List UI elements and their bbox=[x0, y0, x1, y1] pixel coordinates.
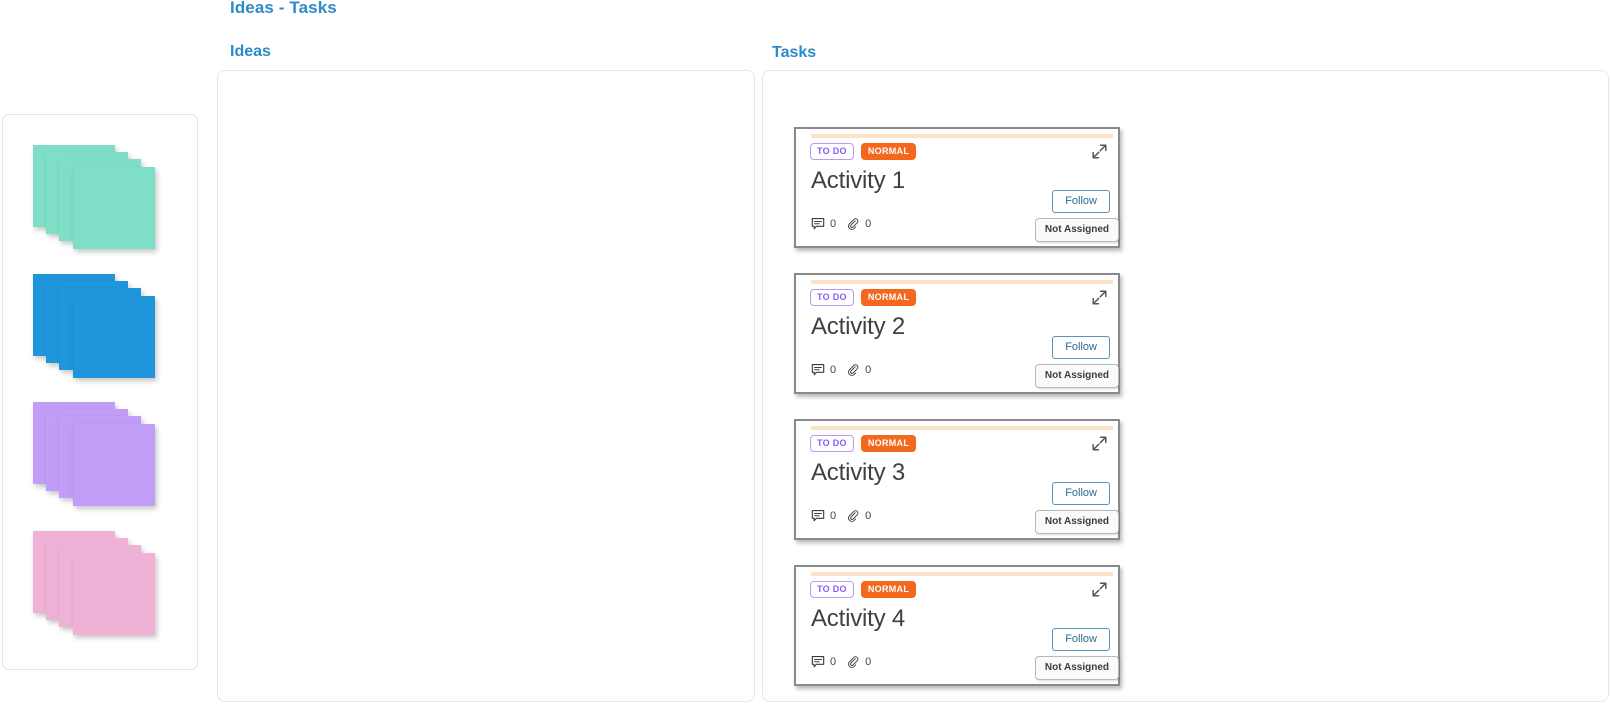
follow-button[interactable]: Follow bbox=[1052, 190, 1110, 213]
expand-icon[interactable] bbox=[1091, 581, 1108, 598]
paperclip-icon bbox=[846, 655, 860, 669]
expand-icon[interactable] bbox=[1091, 143, 1108, 160]
task-card[interactable]: TO DO NORMAL Activity 4 0 bbox=[794, 565, 1120, 686]
sticky-note[interactable] bbox=[73, 553, 155, 635]
column-heading-ideas: Ideas bbox=[230, 43, 271, 60]
expand-icon[interactable] bbox=[1091, 289, 1108, 306]
card-accent-bar bbox=[811, 134, 1113, 138]
attachment-count[interactable]: 0 bbox=[846, 217, 871, 231]
sticky-note[interactable] bbox=[73, 424, 155, 506]
page-title: Ideas - Tasks bbox=[230, 0, 337, 17]
task-title: Activity 1 bbox=[811, 167, 906, 194]
status-badge[interactable]: TO DO bbox=[810, 143, 854, 160]
comment-count-value: 0 bbox=[830, 656, 837, 668]
card-meta-group: 0 0 bbox=[811, 655, 871, 669]
attachment-count[interactable]: 0 bbox=[846, 509, 871, 523]
comment-count-value: 0 bbox=[830, 218, 837, 230]
task-card[interactable]: TO DO NORMAL Activity 3 0 bbox=[794, 419, 1120, 540]
expand-icon[interactable] bbox=[1091, 435, 1108, 452]
card-meta-group: 0 0 bbox=[811, 217, 871, 231]
paperclip-icon bbox=[846, 509, 860, 523]
status-badge[interactable]: TO DO bbox=[810, 581, 854, 598]
comment-count[interactable]: 0 bbox=[811, 363, 836, 377]
paperclip-icon bbox=[846, 217, 860, 231]
attachment-count-value: 0 bbox=[865, 510, 872, 522]
ideas-column-dropzone[interactable] bbox=[217, 70, 755, 702]
comment-count-value: 0 bbox=[830, 510, 837, 522]
note-stack-green[interactable] bbox=[33, 145, 163, 255]
task-title: Activity 4 bbox=[811, 605, 906, 632]
follow-button[interactable]: Follow bbox=[1052, 336, 1110, 359]
note-stack-pink[interactable] bbox=[33, 531, 163, 641]
card-badge-group: TO DO NORMAL bbox=[810, 581, 917, 598]
paperclip-icon bbox=[846, 363, 860, 377]
task-title: Activity 2 bbox=[811, 313, 906, 340]
task-card-list: TO DO NORMAL Activity 1 0 bbox=[794, 127, 1120, 711]
comment-count[interactable]: 0 bbox=[811, 655, 836, 669]
assignee-button[interactable]: Not Assigned bbox=[1034, 656, 1119, 680]
comment-icon bbox=[811, 363, 825, 377]
attachment-count-value: 0 bbox=[865, 364, 872, 376]
task-title: Activity 3 bbox=[811, 459, 906, 486]
card-badge-group: TO DO NORMAL bbox=[810, 143, 917, 160]
task-card[interactable]: TO DO NORMAL Activity 2 0 bbox=[794, 273, 1120, 394]
card-accent-bar bbox=[811, 280, 1113, 284]
attachment-count-value: 0 bbox=[865, 218, 872, 230]
card-accent-bar bbox=[811, 426, 1113, 430]
card-meta-group: 0 0 bbox=[811, 509, 871, 523]
card-badge-group: TO DO NORMAL bbox=[810, 289, 917, 306]
assignee-button[interactable]: Not Assigned bbox=[1034, 218, 1119, 242]
note-palette-panel bbox=[2, 114, 198, 670]
assignee-button[interactable]: Not Assigned bbox=[1034, 510, 1119, 534]
sticky-note[interactable] bbox=[73, 296, 155, 378]
card-accent-bar bbox=[811, 572, 1113, 576]
comment-icon bbox=[811, 655, 825, 669]
priority-badge[interactable]: NORMAL bbox=[860, 581, 917, 598]
tasks-column-dropzone[interactable]: TO DO NORMAL Activity 1 0 bbox=[762, 70, 1609, 702]
priority-badge[interactable]: NORMAL bbox=[860, 289, 917, 306]
assignee-button[interactable]: Not Assigned bbox=[1034, 364, 1119, 388]
sticky-note[interactable] bbox=[73, 167, 155, 249]
follow-button[interactable]: Follow bbox=[1052, 628, 1110, 651]
column-heading-tasks: Tasks bbox=[772, 44, 817, 61]
card-meta-group: 0 0 bbox=[811, 363, 871, 377]
note-stack-purple[interactable] bbox=[33, 402, 163, 512]
comment-icon bbox=[811, 217, 825, 231]
attachment-count[interactable]: 0 bbox=[846, 655, 871, 669]
comment-icon bbox=[811, 509, 825, 523]
comment-count[interactable]: 0 bbox=[811, 217, 836, 231]
status-badge[interactable]: TO DO bbox=[810, 435, 854, 452]
card-badge-group: TO DO NORMAL bbox=[810, 435, 917, 452]
status-badge[interactable]: TO DO bbox=[810, 289, 854, 306]
comment-count-value: 0 bbox=[830, 364, 837, 376]
attachment-count-value: 0 bbox=[865, 656, 872, 668]
comment-count[interactable]: 0 bbox=[811, 509, 836, 523]
priority-badge[interactable]: NORMAL bbox=[860, 435, 917, 452]
task-card[interactable]: TO DO NORMAL Activity 1 0 bbox=[794, 127, 1120, 248]
follow-button[interactable]: Follow bbox=[1052, 482, 1110, 505]
note-stack-blue[interactable] bbox=[33, 274, 163, 384]
priority-badge[interactable]: NORMAL bbox=[860, 143, 917, 160]
attachment-count[interactable]: 0 bbox=[846, 363, 871, 377]
